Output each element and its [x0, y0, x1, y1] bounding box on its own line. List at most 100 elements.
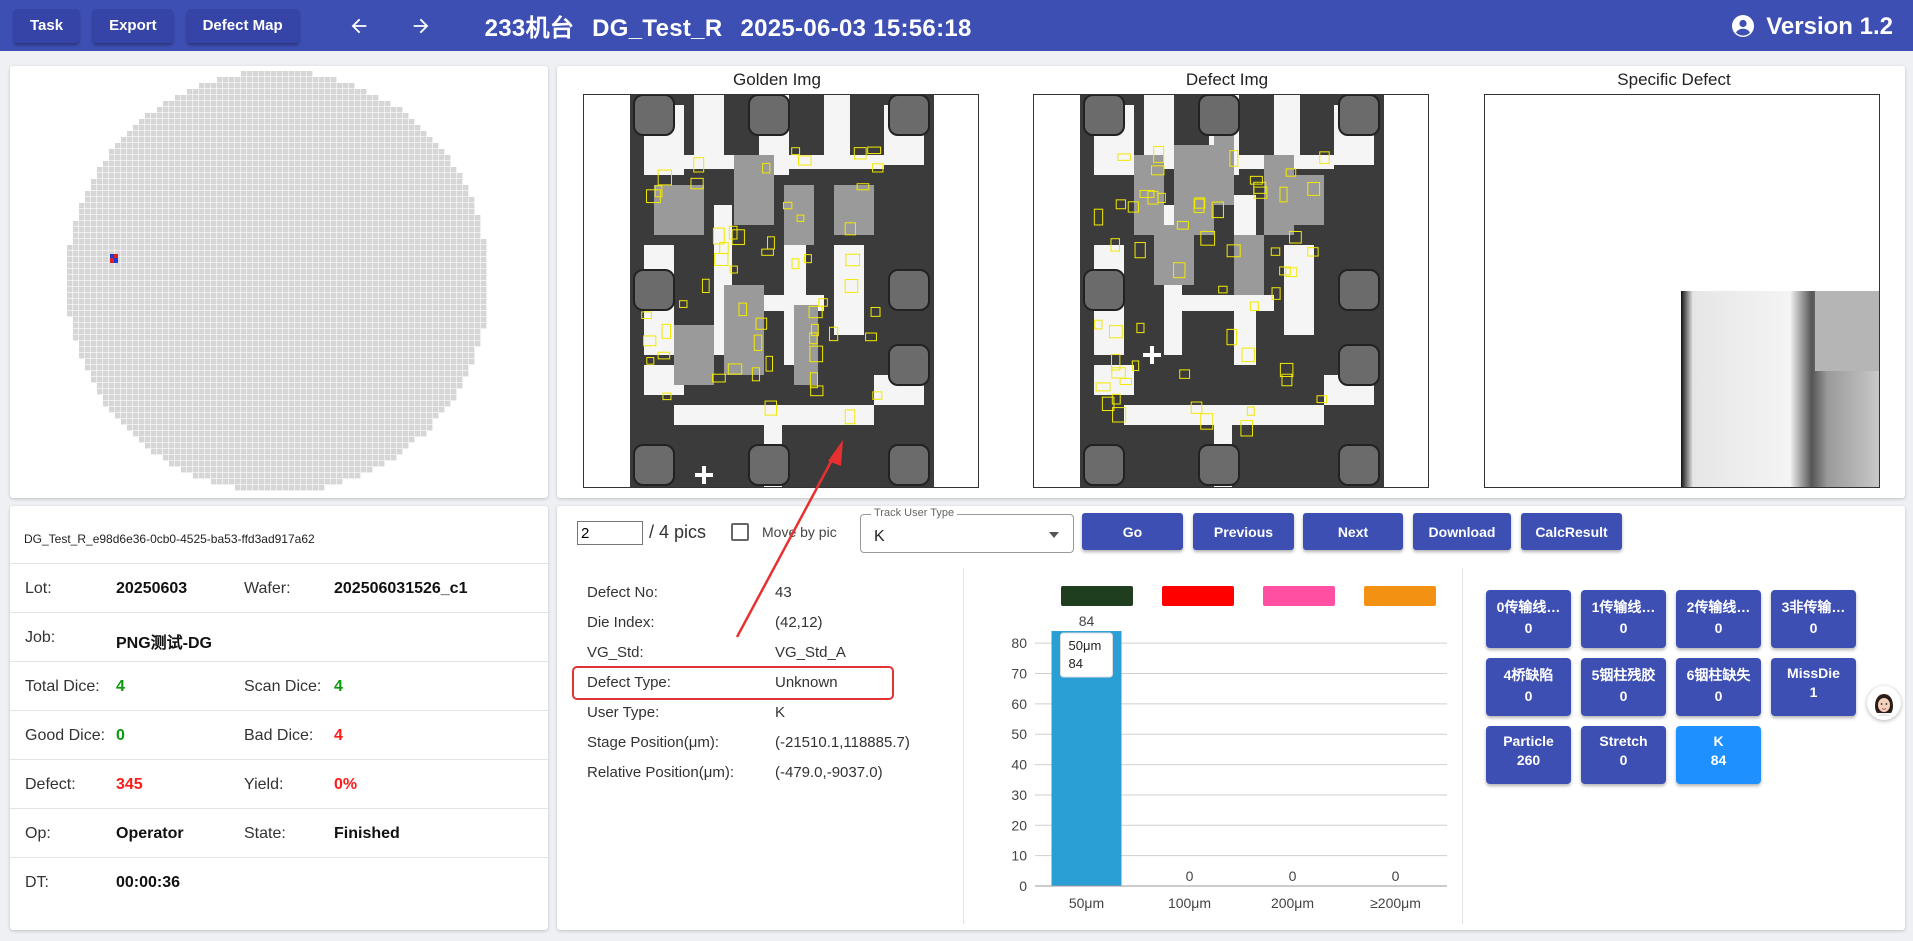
- relative-position-value: (-479.0,-9037.0): [775, 764, 883, 781]
- defect-type-name: 0传输线…: [1496, 599, 1561, 615]
- info-row-good-bad: Good Dice: 0 Bad Dice: 4: [10, 710, 548, 759]
- defect-type-button[interactable]: 0传输线…0: [1486, 590, 1571, 648]
- legend-swatch[interactable]: [1364, 586, 1436, 606]
- track-user-type-select[interactable]: Track User Type K: [860, 507, 1074, 553]
- specific-defect-image[interactable]: [1484, 94, 1880, 488]
- user-type-value: K: [775, 704, 786, 721]
- arrow-left-icon[interactable]: [339, 6, 379, 46]
- bad-dice-label: Bad Dice:: [244, 727, 314, 744]
- legend-swatch[interactable]: [1162, 586, 1234, 606]
- assistant-avatar[interactable]: [1867, 686, 1901, 720]
- defect-no-label: Defect No:: [587, 584, 658, 601]
- legend-swatch[interactable]: [1061, 586, 1133, 606]
- defect-type-button[interactable]: 6铟柱缺失 0: [1676, 658, 1761, 716]
- defect-image-title: Defect Img: [1185, 70, 1269, 89]
- op-label: Op:: [25, 825, 51, 842]
- y-tick-label: 50: [1011, 726, 1027, 742]
- title-machine: 233机台: [484, 15, 575, 42]
- info-row-dice: Total Dice: 4 Scan Dice: 4: [10, 661, 548, 710]
- defect-die-marker[interactable]: [110, 254, 118, 263]
- y-tick-label: 80: [1011, 635, 1027, 651]
- defect-type-button[interactable]: 2传输线…0: [1676, 590, 1761, 648]
- defect-type-name: 1传输线…: [1591, 599, 1656, 615]
- defect-count-value: 345: [116, 776, 143, 793]
- golden-image[interactable]: [583, 94, 979, 488]
- download-button[interactable]: Download: [1413, 513, 1511, 550]
- version-label: Version 1.2: [1766, 13, 1893, 40]
- defect-boxes: [1093, 145, 1330, 437]
- image-panel: Golden Img Defect Img Specific Defect: [557, 66, 1905, 498]
- track-user-type-label: Track User Type: [871, 507, 958, 519]
- page-total: / 4 pics: [649, 522, 707, 542]
- defect-boxes: [641, 146, 884, 425]
- defect-type-count: 1: [1809, 684, 1818, 700]
- divider: [963, 568, 964, 924]
- defect-map-button[interactable]: Defect Map: [186, 8, 299, 43]
- arrow-right-icon[interactable]: [401, 6, 441, 46]
- golden-image-title: Golden Img: [733, 70, 821, 89]
- defect-type-count: 0: [1619, 620, 1628, 636]
- dt-label: DT:: [25, 874, 49, 891]
- legend-swatch[interactable]: [1263, 586, 1335, 606]
- state-label: State:: [244, 825, 286, 842]
- tooltip-value: 84: [1069, 656, 1083, 671]
- previous-button[interactable]: Previous: [1193, 513, 1294, 550]
- chevron-down-icon: [1049, 532, 1059, 538]
- wafer-dies: [67, 71, 487, 491]
- x-tick-label: 50μm: [1069, 895, 1104, 911]
- job-label: Job:: [25, 629, 56, 646]
- defect-type-button[interactable]: 1传输线… 0: [1581, 590, 1666, 648]
- info-row-lot: Lot: 20250603 Wafer: 202506031526_c1: [10, 563, 548, 612]
- page-number-input[interactable]: [577, 521, 643, 545]
- state-value: Finished: [334, 825, 400, 842]
- y-tick-label: 30: [1011, 787, 1027, 803]
- export-button[interactable]: Export: [93, 8, 173, 43]
- relative-position-label: Relative Position(μm):: [587, 764, 735, 781]
- defect-type-button[interactable]: MissDie 1: [1771, 658, 1856, 716]
- task-button[interactable]: Task: [14, 8, 80, 43]
- job-value: PNG测试-DG: [116, 635, 213, 652]
- defect-no-value: 43: [775, 584, 792, 601]
- title-recipe: DG_Test_R: [592, 15, 723, 42]
- wafer-id: DG_Test_R_e98d6e36-0cb0-4525-ba53-ffd3ad…: [24, 532, 315, 546]
- wafer-map[interactable]: [10, 66, 548, 498]
- user-type-label: User Type:: [587, 704, 660, 721]
- defect-type-count: 0: [1524, 688, 1533, 704]
- go-button[interactable]: Go: [1082, 513, 1183, 550]
- lot-value: 20250603: [116, 580, 188, 597]
- account-circle-icon[interactable]: [1731, 14, 1755, 38]
- defect-type-name: Stretch: [1599, 733, 1648, 749]
- vg-std-label: VG_Std:: [587, 644, 644, 661]
- defect-type-name: MissDie: [1787, 665, 1840, 681]
- bar-value-label: 0: [1186, 868, 1194, 884]
- defect-type-name: 3非传输…: [1781, 599, 1846, 615]
- scan-dice-label: Scan Dice:: [244, 678, 322, 695]
- scan-dice-value: 4: [334, 678, 343, 695]
- total-dice-value: 4: [116, 678, 125, 695]
- vg-std-value: VG_Std_A: [775, 644, 846, 661]
- next-button[interactable]: Next: [1303, 513, 1403, 550]
- defect-type-name: 6铟柱缺失: [1686, 667, 1751, 683]
- defect-type-name: Particle: [1503, 733, 1554, 749]
- defect-image[interactable]: [1033, 94, 1429, 488]
- defect-type-button[interactable]: 4桥缺陷 0: [1486, 658, 1571, 716]
- calc-result-button[interactable]: CalcResult: [1521, 513, 1622, 550]
- defect-type-name: K: [1713, 733, 1724, 749]
- defect-type-button[interactable]: 3非传输… 0: [1771, 590, 1856, 648]
- defect-type-count: 260: [1516, 752, 1541, 768]
- defect-type-count: 0: [1714, 688, 1723, 704]
- yield-label: Yield:: [244, 776, 284, 793]
- defect-type-name: 4桥缺陷: [1503, 667, 1554, 683]
- y-tick-label: 70: [1011, 666, 1027, 682]
- move-by-pic-checkbox[interactable]: [731, 523, 749, 541]
- defect-type-count: 0: [1809, 620, 1818, 636]
- defect-type-button[interactable]: Particle 260: [1486, 726, 1571, 784]
- wafer-value: 202506031526_c1: [334, 580, 468, 597]
- move-by-pic-label: Move by pic: [762, 524, 837, 540]
- die-index-label: Die Index:: [587, 614, 655, 631]
- yield-value: 0%: [334, 776, 358, 793]
